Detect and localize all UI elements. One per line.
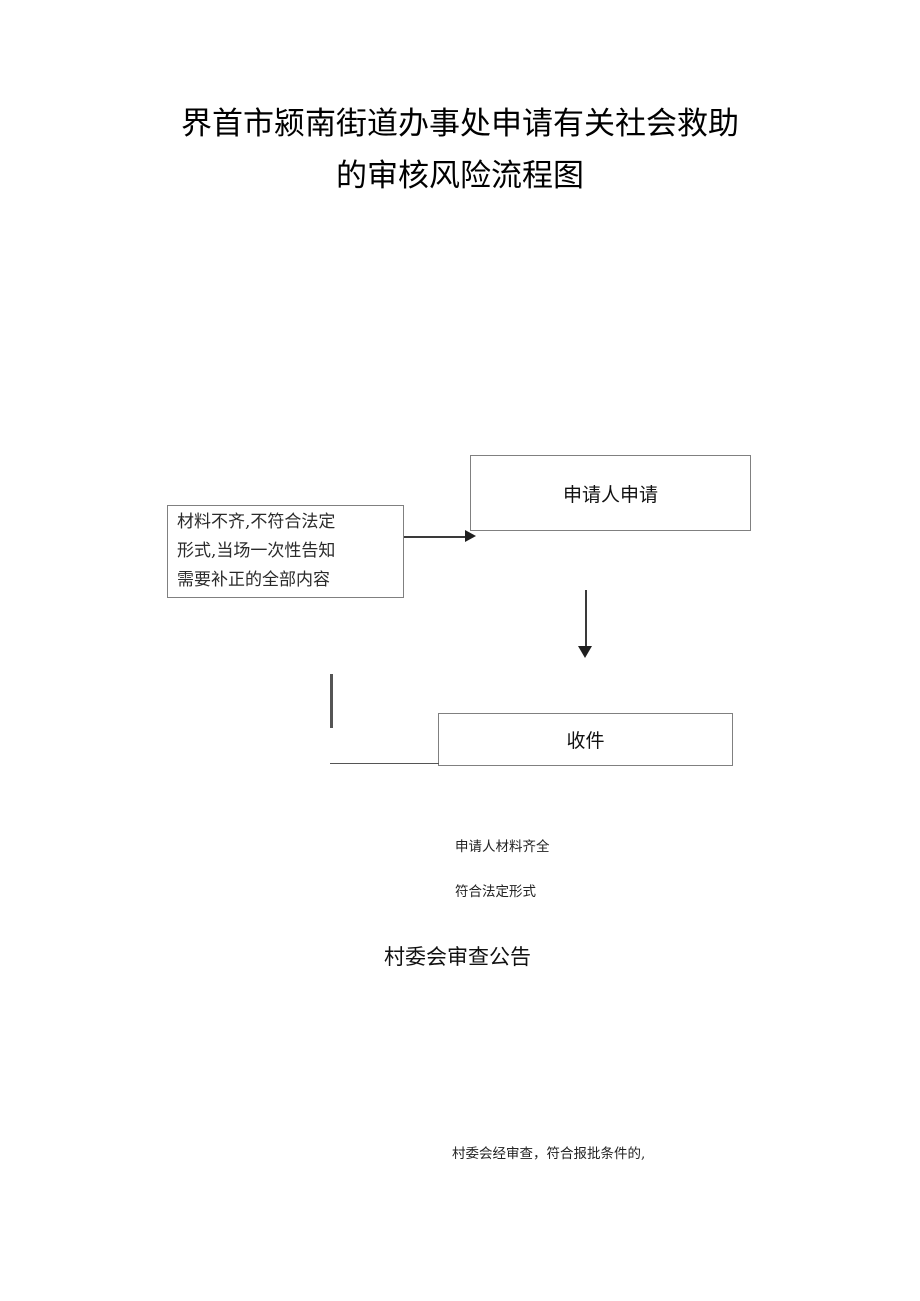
connector-line-left-to-receive [330,763,439,764]
connector-line-applicant-to-receive [585,590,587,648]
connector-stub-left-vertical [330,674,333,728]
flow-node-incomplete-materials[interactable]: 材料不齐,不符合法定 形式,当场一次性告知 需要补正的全部内容 [167,505,404,598]
arrow-right-icon [465,530,476,542]
caption-village-review-conditions: 村委会经审查，符合报批条件的, [452,1146,646,1162]
caption-legal-form: 符合法定形式 [455,884,536,900]
flow-node-receive-documents[interactable]: 收件 [438,713,733,766]
caption-village-review-notice: 村委会审查公告 [384,945,531,969]
page-title: 界首市颍南街道办事处申请有关社会救助 的审核风险流程图 [181,106,739,194]
flow-node-applicant-application[interactable]: 申请人申请 [470,455,751,531]
connector-line-reject-to-applicant [404,536,468,538]
caption-materials-complete: 申请人材料齐全 [455,839,550,855]
arrow-down-icon [578,646,592,658]
